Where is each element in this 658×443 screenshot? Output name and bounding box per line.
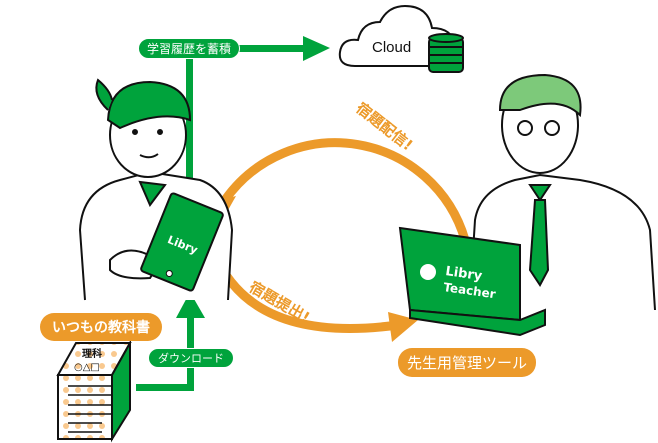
textbook-subject: 理科	[82, 347, 102, 360]
assign-arrow	[221, 138, 470, 242]
laptop-logo-line1: Libry	[444, 264, 483, 284]
cloud-label: Cloud	[372, 39, 411, 56]
textbook-shapes: ○△□	[74, 362, 100, 373]
database-icon	[428, 33, 464, 73]
laptop-icon: Libry Teacher	[398, 226, 546, 337]
download-arrow	[136, 292, 205, 391]
accumulate-history-label: 学習履歴を蓄積	[138, 38, 240, 59]
accumulate-arrow	[186, 36, 330, 202]
submit-arrowhead	[388, 312, 418, 342]
textbook-stack-icon: 理科 ○△□	[56, 339, 132, 443]
download-label: ダウンロード	[148, 348, 234, 368]
teacher-tool-label: 先生用管理ツール	[398, 348, 536, 377]
cloud-icon: Cloud	[338, 4, 456, 67]
tablet-icon: Libry	[140, 192, 224, 292]
usual-textbook-label: いつもの教科書	[40, 313, 162, 341]
